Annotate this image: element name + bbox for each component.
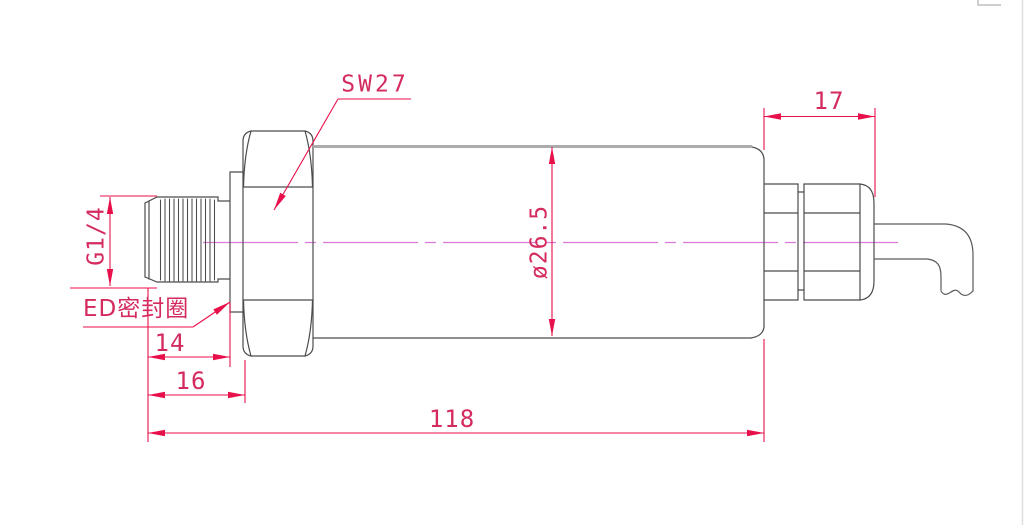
seal-washer	[229, 171, 244, 313]
thread-spec-label: G1/4	[83, 206, 110, 266]
dimension-14-label: 14	[154, 329, 186, 357]
dimension-17-label: 17	[813, 87, 845, 115]
cable	[873, 223, 974, 297]
seal-ring-label: ED密封圈	[83, 296, 190, 322]
leader-sw27	[273, 98, 411, 211]
sensor-body	[312, 146, 765, 339]
dimension-118-label: 118	[428, 405, 476, 433]
hex-nut	[242, 130, 314, 357]
cable-break-symbol	[940, 289, 974, 297]
dimension-16-label: 16	[175, 367, 207, 395]
frame-corner	[977, 0, 1001, 6]
wrench-size-label: SW27	[341, 71, 409, 98]
thread-profile	[144, 196, 231, 283]
diameter-dimension-label: ø26.5	[526, 204, 553, 280]
dimension-arrowheads	[106, 113, 875, 437]
dimension-lines	[70, 98, 876, 442]
thread-crest-lines	[159, 198, 216, 282]
cable-gland	[763, 183, 875, 301]
